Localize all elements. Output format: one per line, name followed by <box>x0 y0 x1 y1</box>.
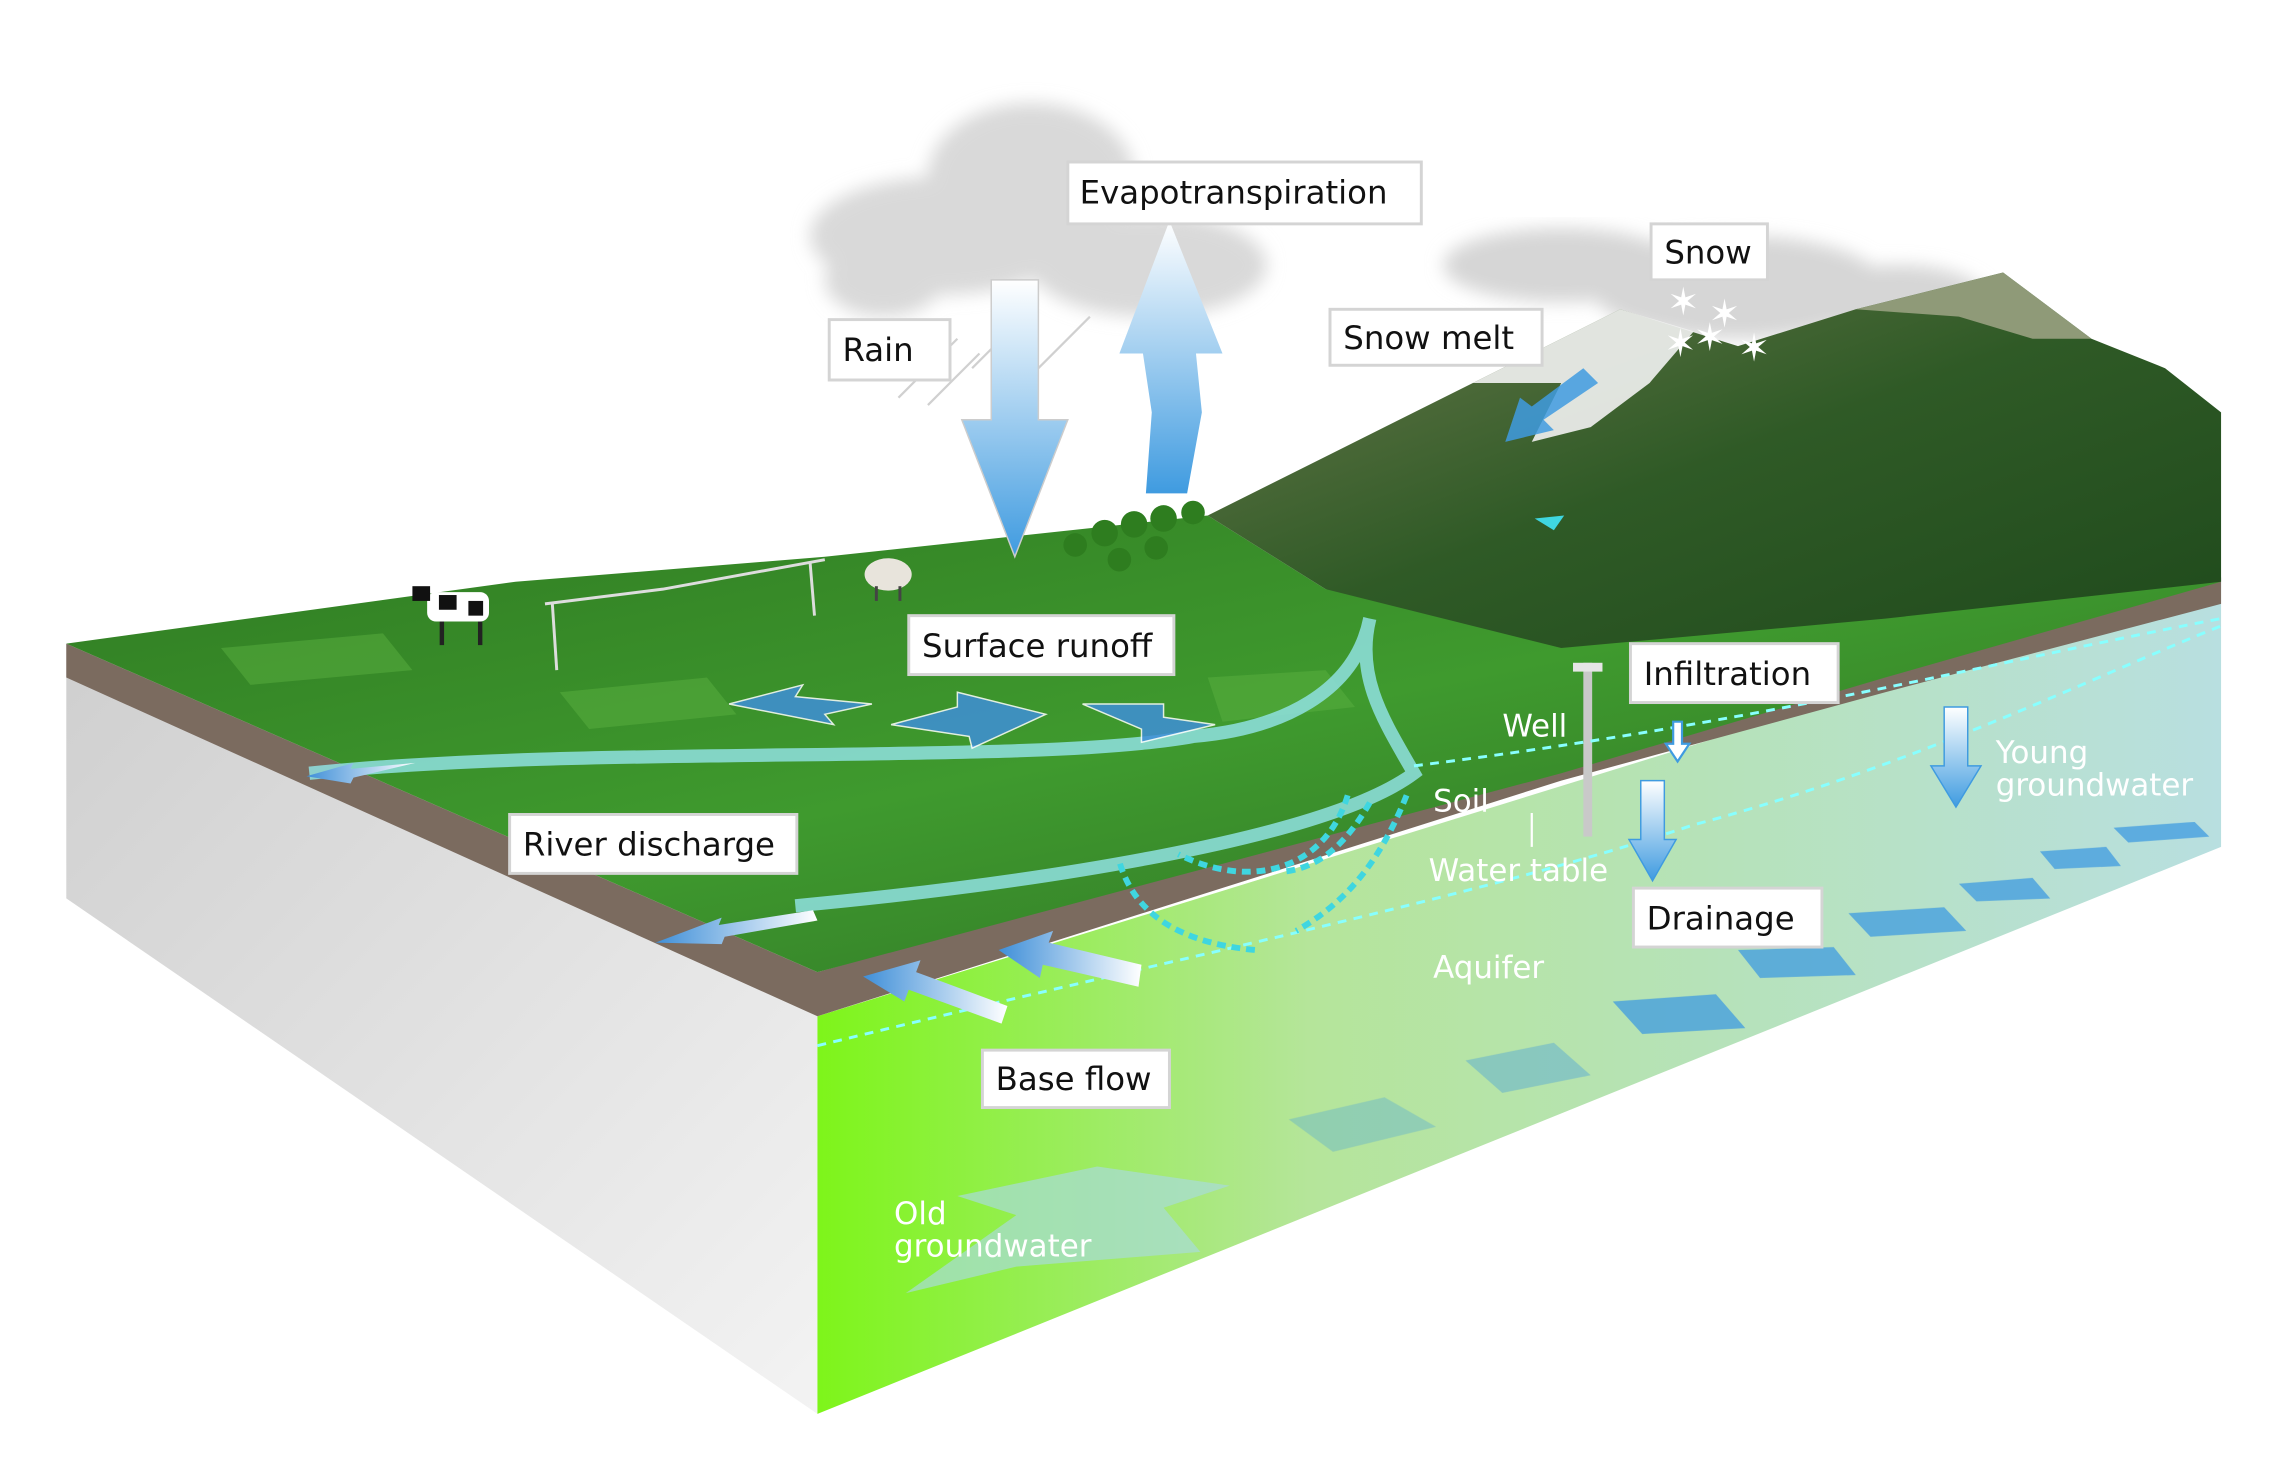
infiltration-arrow <box>1663 720 1692 764</box>
old-groundwater-arrow <box>905 1166 1230 1294</box>
svg-text:✶: ✶ <box>1738 326 1770 371</box>
label-snow-melt: Snow melt <box>1328 307 1544 367</box>
mountain-ridge <box>1855 272 2092 339</box>
label-text: River discharge <box>523 826 775 864</box>
mountain-lake <box>1534 515 1565 531</box>
sheep-icon <box>864 558 912 601</box>
label-text: Snow melt <box>1343 319 1514 357</box>
groundwater-flow-markers <box>1288 821 2210 1152</box>
trees <box>1063 500 1205 572</box>
well-label: Well <box>1502 708 1567 744</box>
label-surface-runoff: Surface runoff <box>907 614 1176 677</box>
label-text: Base flow <box>996 1060 1152 1098</box>
label-evapotranspiration: Evapotranspiration <box>1066 160 1423 226</box>
svg-text:✶: ✶ <box>1694 316 1726 361</box>
label-river-discharge: River discharge <box>508 813 799 875</box>
infiltration-dashed-line <box>1413 617 2222 768</box>
mountain-range <box>1207 272 2222 649</box>
label-text: Surface runoff <box>922 627 1153 665</box>
snowflake-icons: ✶✶✶✶✶ <box>1664 280 1770 371</box>
soil-layer <box>66 577 2222 1017</box>
river-discharge-arrow-left <box>306 762 416 784</box>
old-groundwater-label-line1: Old <box>894 1196 947 1232</box>
label-text: Snow <box>1664 234 1751 272</box>
svg-text:✶: ✶ <box>1667 280 1699 325</box>
label-text: Drainage <box>1647 899 1795 937</box>
young-groundwater-label-line2: groundwater <box>1996 767 2194 803</box>
label-text: Evapotranspiration <box>1080 173 1388 211</box>
soil-label: Soil <box>1433 784 1489 820</box>
base-flow-arrows <box>863 930 1142 1024</box>
block-left-face <box>66 643 818 1414</box>
label-snow: Snow <box>1649 222 1769 282</box>
river-discharge-arrow <box>655 910 818 945</box>
water-table-label: Water table <box>1429 853 1608 889</box>
drainage-arrow <box>1627 779 1678 883</box>
surface-runoff-arrows <box>728 683 1216 750</box>
hyporheic-flow-arrows <box>1116 794 1410 953</box>
snow-melt-arrow <box>1505 368 1599 442</box>
old-groundwater-label-line2: groundwater <box>894 1228 1092 1264</box>
label-text: Infiltration <box>1644 655 1811 693</box>
label-base-flow: Base flow <box>980 1048 1171 1110</box>
field-patches <box>220 633 1356 730</box>
label-drainage: Drainage <box>1631 886 1824 949</box>
young-groundwater-label-line1: Young <box>1995 735 2088 771</box>
label-infiltration: Infiltration <box>1628 642 1840 705</box>
irrigator-icon <box>544 558 826 671</box>
well-icon <box>1573 662 1603 837</box>
aquifer-label: Aquifer <box>1433 950 1544 986</box>
svg-text:✶: ✶ <box>1664 321 1696 366</box>
rain-arrow <box>960 279 1069 559</box>
svg-text:✶: ✶ <box>1709 292 1741 337</box>
label-rain: Rain <box>827 318 952 382</box>
cow-icon <box>412 586 490 646</box>
label-text: Rain <box>842 331 913 369</box>
young-groundwater-arrow <box>1929 706 1983 809</box>
